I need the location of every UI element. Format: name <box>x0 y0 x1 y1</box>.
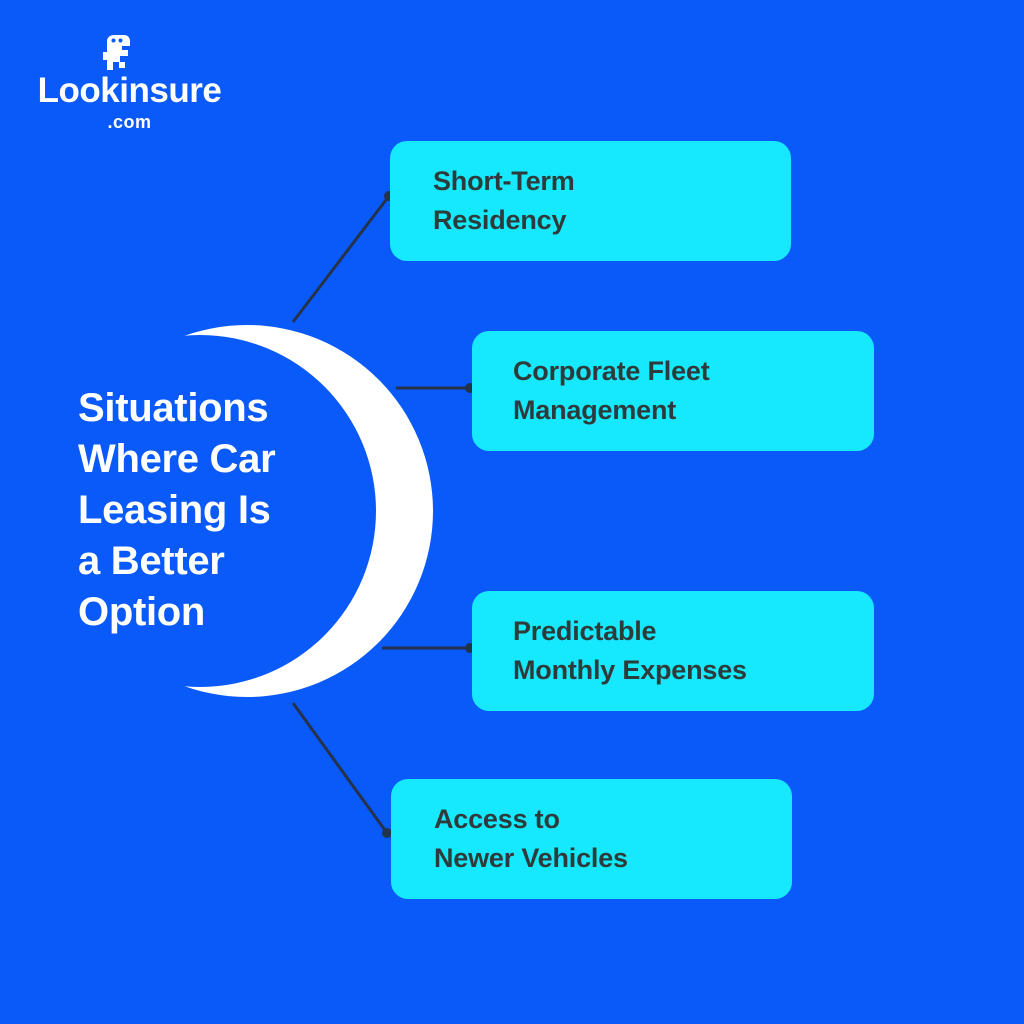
card-label: Short-Term Residency <box>433 166 575 235</box>
connector-line-2 <box>396 383 475 393</box>
logo-wordmark: Lookinsure <box>37 71 222 110</box>
brand-logo[interactable]: Lookinsure .com <box>22 32 252 142</box>
card-short-term-residency[interactable]: Short-Term Residency <box>390 141 791 261</box>
card-label: Access to Newer Vehicles <box>434 804 628 873</box>
connector-line-1 <box>291 191 394 323</box>
page-title: Situations Where Car Leasing Is a Better… <box>78 386 276 634</box>
card-corporate-fleet[interactable]: Corporate Fleet Management <box>472 331 874 451</box>
logo-domain-suffix: .com <box>107 112 152 132</box>
card-label: Corporate Fleet Management <box>513 356 710 425</box>
dinosaur-icon <box>103 35 130 70</box>
connector-line-4 <box>291 702 392 838</box>
card-newer-vehicles[interactable]: Access to Newer Vehicles <box>391 779 792 899</box>
card-label: Predictable Monthly Expenses <box>513 616 747 685</box>
connector-line-3 <box>382 643 475 653</box>
card-predictable-expenses[interactable]: Predictable Monthly Expenses <box>472 591 874 711</box>
